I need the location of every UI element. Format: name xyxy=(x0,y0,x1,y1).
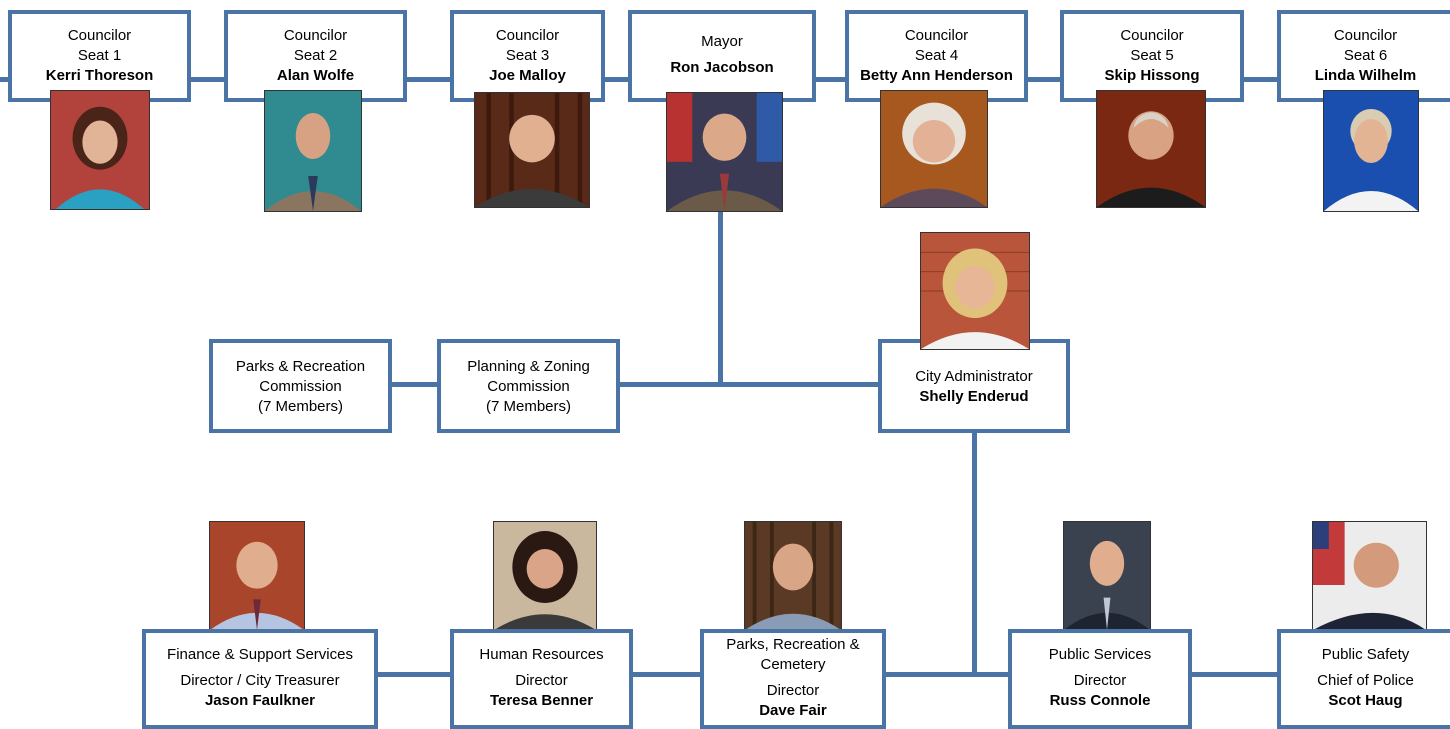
role-label: Director xyxy=(1073,672,1127,689)
person-name: Russ Connole xyxy=(1049,692,1151,709)
public-safety-box: Public Safety Chief of Police Scot Haug xyxy=(1277,629,1450,729)
commission-name: Parks & Recreation xyxy=(235,358,366,375)
portrait-kerri-thoreson xyxy=(50,90,150,210)
seat-label: Seat 1 xyxy=(77,47,122,64)
human-resources-box: Human Resources Director Teresa Benner xyxy=(450,629,633,729)
public-services-box: Public Services Director Russ Connole xyxy=(1008,629,1192,729)
seat-label: Seat 2 xyxy=(293,47,338,64)
person-name: Betty Ann Henderson xyxy=(860,67,1013,84)
portrait-scot-haug xyxy=(1312,521,1427,631)
member-count: (7 Members) xyxy=(485,398,571,415)
person-name: Linda Wilhelm xyxy=(1314,67,1417,84)
commission-type: Commission xyxy=(487,378,570,395)
councilor-seat2-box: Councilor Seat 2 Alan Wolfe xyxy=(224,10,407,102)
person-name: Shelly Enderud xyxy=(919,388,1029,405)
portrait-russ-connole xyxy=(1063,521,1151,631)
planning-zoning-commission-box: Planning & Zoning Commission (7 Members) xyxy=(437,339,620,433)
portrait-ron-jacobson xyxy=(666,92,783,212)
commission-connector xyxy=(388,382,882,387)
person-name: Skip Hissong xyxy=(1104,67,1200,84)
mayor-down-connector xyxy=(718,212,723,387)
role-label: Councilor xyxy=(67,27,132,44)
commission-name: Planning & Zoning xyxy=(467,358,590,375)
department-name: Public Services xyxy=(1048,646,1152,663)
department-name: Parks, Recreation & xyxy=(726,636,860,653)
councilor-seat1-box: Councilor Seat 1 Kerri Thoreson xyxy=(8,10,191,102)
role-label: Councilor xyxy=(1333,27,1398,44)
person-name: Dave Fair xyxy=(759,702,827,719)
person-name: Kerri Thoreson xyxy=(45,67,154,84)
portrait-jason-faulkner xyxy=(209,521,305,631)
portrait-joe-malloy xyxy=(474,92,590,208)
member-count: (7 Members) xyxy=(257,398,343,415)
role-label: Councilor xyxy=(1120,27,1184,44)
role-label: Director / City Treasurer xyxy=(180,672,340,689)
councilor-seat6-box: Councilor Seat 6 Linda Wilhelm xyxy=(1277,10,1450,102)
person-name: Teresa Benner xyxy=(489,692,594,709)
portrait-betty-ann-henderson xyxy=(880,90,988,208)
finance-support-services-box: Finance & Support Services Director / Ci… xyxy=(142,629,378,729)
parks-recreation-commission-box: Parks & Recreation Commission (7 Members… xyxy=(209,339,392,433)
role-label: City Administrator xyxy=(915,368,1033,385)
role-label: Director xyxy=(515,672,568,689)
councilor-seat5-box: Councilor Seat 5 Skip Hissong xyxy=(1060,10,1244,102)
seat-label: Seat 3 xyxy=(505,47,550,64)
portrait-linda-wilhelm xyxy=(1323,90,1419,212)
department-name-cont: Cemetery xyxy=(760,656,826,673)
role-label: Mayor xyxy=(701,33,743,50)
councilor-seat4-box: Councilor Seat 4 Betty Ann Henderson xyxy=(845,10,1028,102)
admin-down-connector xyxy=(972,430,977,675)
portrait-skip-hissong xyxy=(1096,90,1206,208)
role-label: Councilor xyxy=(904,27,969,44)
role-label: Councilor xyxy=(283,27,348,44)
seat-label: Seat 4 xyxy=(914,47,959,64)
portrait-teresa-benner xyxy=(493,521,597,631)
department-name: Public Safety xyxy=(1321,646,1410,663)
portrait-shelly-enderud xyxy=(920,232,1030,350)
role-label: Councilor xyxy=(495,27,560,44)
city-administrator-box: City Administrator Shelly Enderud xyxy=(878,339,1070,433)
person-name: Ron Jacobson xyxy=(670,59,774,76)
councilor-seat3-box: Councilor Seat 3 Joe Malloy xyxy=(450,10,605,102)
seat-label: Seat 5 xyxy=(1130,47,1174,64)
seat-label: Seat 6 xyxy=(1343,47,1388,64)
role-label: Director xyxy=(766,682,820,699)
person-name: Joe Malloy xyxy=(489,67,566,84)
parks-recreation-cemetery-box: Parks, Recreation & Cemetery Director Da… xyxy=(700,629,886,729)
department-name: Human Resources xyxy=(479,646,604,663)
person-name: Jason Faulkner xyxy=(204,692,316,709)
mayor-box: Mayor Ron Jacobson xyxy=(628,10,816,102)
portrait-alan-wolfe xyxy=(264,90,362,212)
role-label: Chief of Police xyxy=(1317,672,1414,689)
portrait-dave-fair xyxy=(744,521,842,631)
department-name: Finance & Support Services xyxy=(167,646,353,663)
person-name: Alan Wolfe xyxy=(276,67,355,84)
person-name: Scot Haug xyxy=(1328,692,1403,709)
commission-type: Commission xyxy=(259,378,342,395)
